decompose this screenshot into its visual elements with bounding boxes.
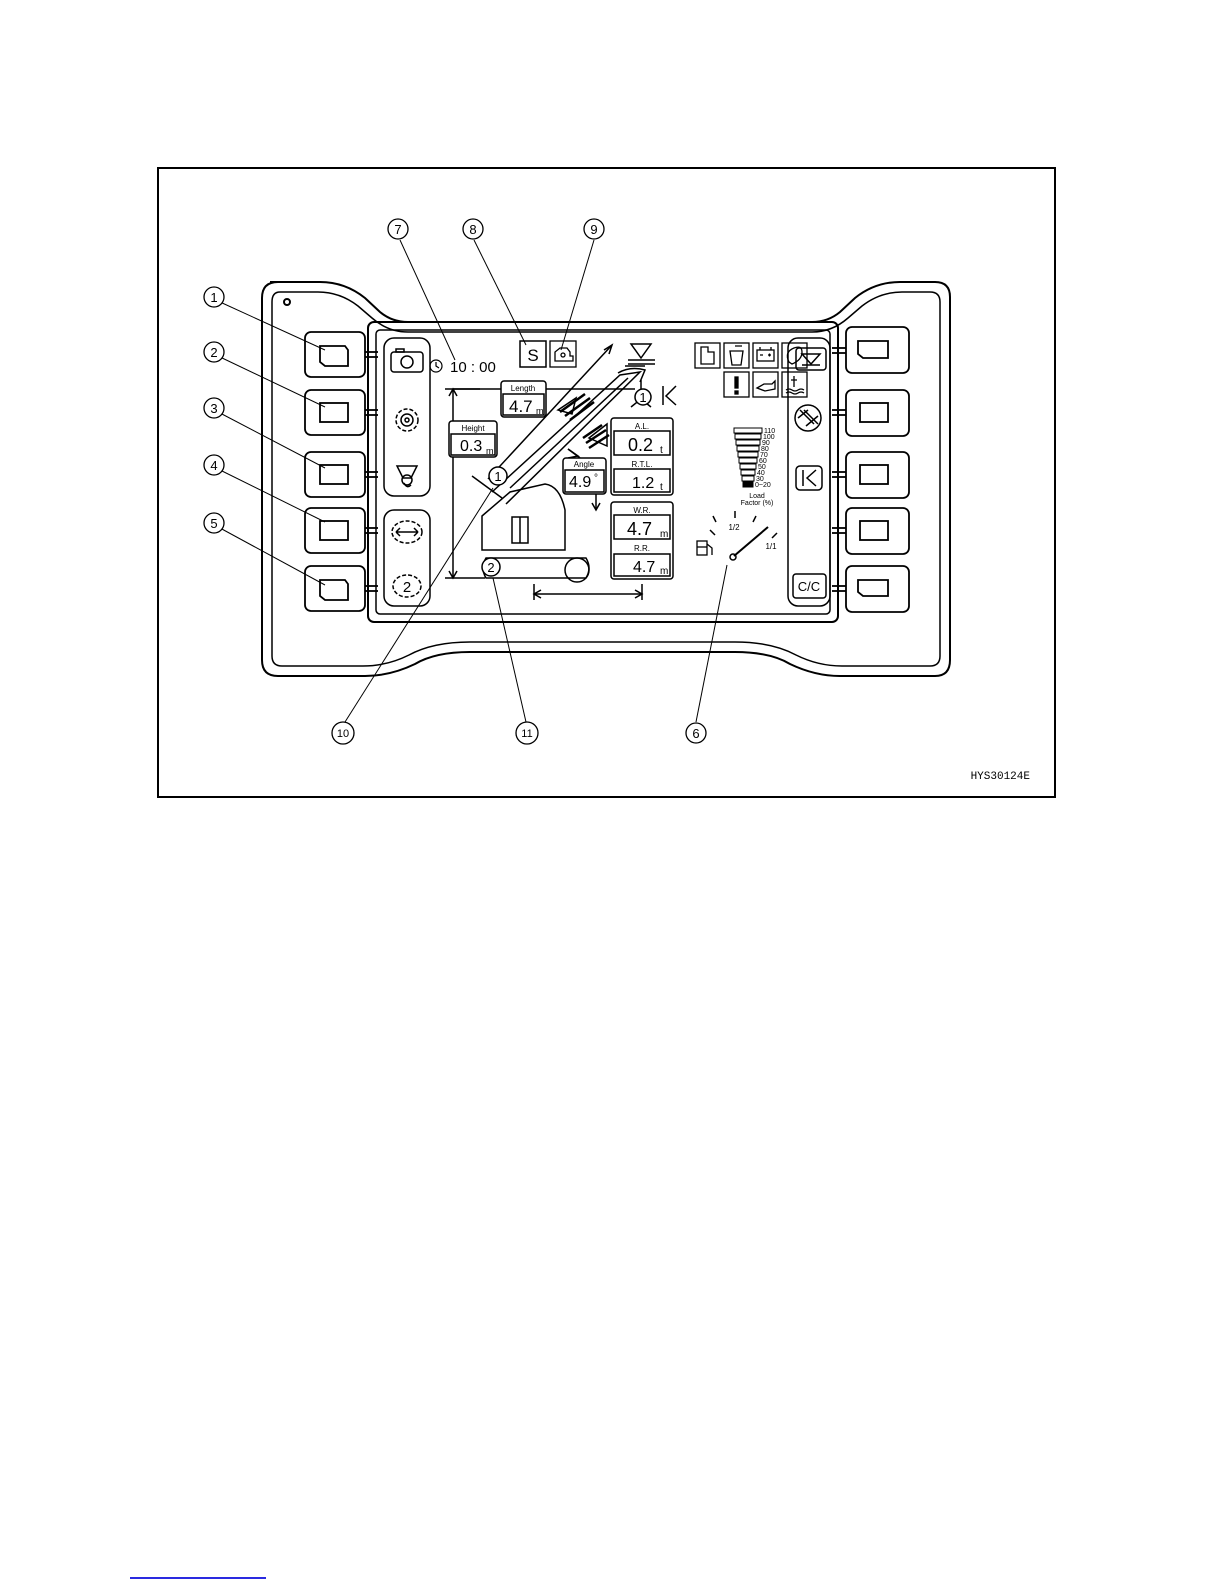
callout-11: 11 [521, 728, 532, 740]
fuel-filter-icon [724, 343, 749, 368]
al-unit: t [660, 445, 663, 456]
boom-foot-marker-label: 1 [494, 469, 501, 484]
angle-unit: ° [594, 473, 598, 484]
hw-button-r2[interactable] [832, 390, 909, 436]
mode-indicator: S [527, 346, 538, 365]
load-scale-9: 0~20 [755, 482, 771, 489]
hw-button-r1[interactable] [832, 327, 909, 373]
rr-value: 4.7 [633, 559, 655, 576]
fuel-gauge [710, 511, 777, 560]
al-label: A.L. [635, 422, 649, 431]
callout-8: 8 [469, 222, 476, 237]
callout-3: 3 [210, 401, 217, 416]
right-hardware-buttons [832, 327, 909, 612]
warning-icons [695, 343, 807, 397]
callout-5: 5 [210, 516, 217, 531]
wr-unit: m [660, 529, 668, 540]
hw-button-r4[interactable] [832, 508, 909, 554]
fuel-half-label: 1/2 [728, 523, 740, 532]
overload-bar-icon[interactable] [796, 348, 826, 370]
al-value: 0.2 [628, 435, 653, 455]
hw-button-r5[interactable] [832, 566, 909, 612]
angle-value: 4.9 [569, 474, 591, 491]
clock-time: 10 : 00 [450, 359, 496, 376]
camera-icon[interactable] [391, 349, 423, 372]
callout-6: 6 [692, 726, 699, 741]
callout-9: 9 [590, 222, 597, 237]
fuel-pump-icon [697, 541, 712, 555]
callout-2: 2 [210, 345, 217, 360]
rr-unit: m [660, 566, 668, 577]
load-factor-scale: 110 100 90 80 70 60 50 40 30 0~20 [755, 428, 775, 489]
callout-10: 10 [337, 728, 349, 740]
load-factor-title-2: Factor (%) [741, 500, 774, 507]
wr-value: 4.7 [627, 519, 652, 539]
height-unit: m [486, 446, 494, 456]
load-factor-title-1: Load [749, 493, 765, 500]
length-unit: m [536, 406, 544, 416]
boom-top-marker-label: 1 [639, 390, 646, 405]
callout-4: 4 [210, 458, 217, 473]
length-label: Length [511, 384, 535, 393]
height-label: Height [461, 424, 485, 433]
hook-icon[interactable] [397, 466, 417, 487]
length-value: 4.7 [509, 397, 533, 416]
limit-icon[interactable] [796, 466, 822, 490]
callout-1: 1 [210, 290, 217, 305]
clock-icon [430, 360, 442, 372]
angle-label: Angle [574, 460, 595, 469]
base-marker-label: 2 [487, 560, 494, 575]
rtl-unit: t [660, 482, 663, 493]
height-value: 0.3 [460, 438, 482, 455]
wr-label: W.R. [633, 506, 650, 515]
callout-7: 7 [394, 222, 401, 237]
rtl-label: R.T.L. [632, 460, 653, 469]
cc-label: C/C [798, 579, 820, 594]
footer-rule [130, 1577, 266, 1579]
work-mode-2-digit: 2 [403, 579, 411, 596]
fuel-full-label: 1/1 [765, 542, 777, 551]
boom-angle-icon[interactable] [795, 405, 821, 431]
rr-label: R.R. [634, 544, 650, 553]
figure-code: HYS30124E [971, 771, 1031, 783]
rtl-value: 1.2 [632, 475, 654, 492]
settings-gear-icon[interactable] [396, 409, 418, 431]
swing-icon[interactable] [392, 521, 422, 543]
left-softkey-column [384, 338, 430, 606]
hw-button-r3[interactable] [832, 452, 909, 498]
